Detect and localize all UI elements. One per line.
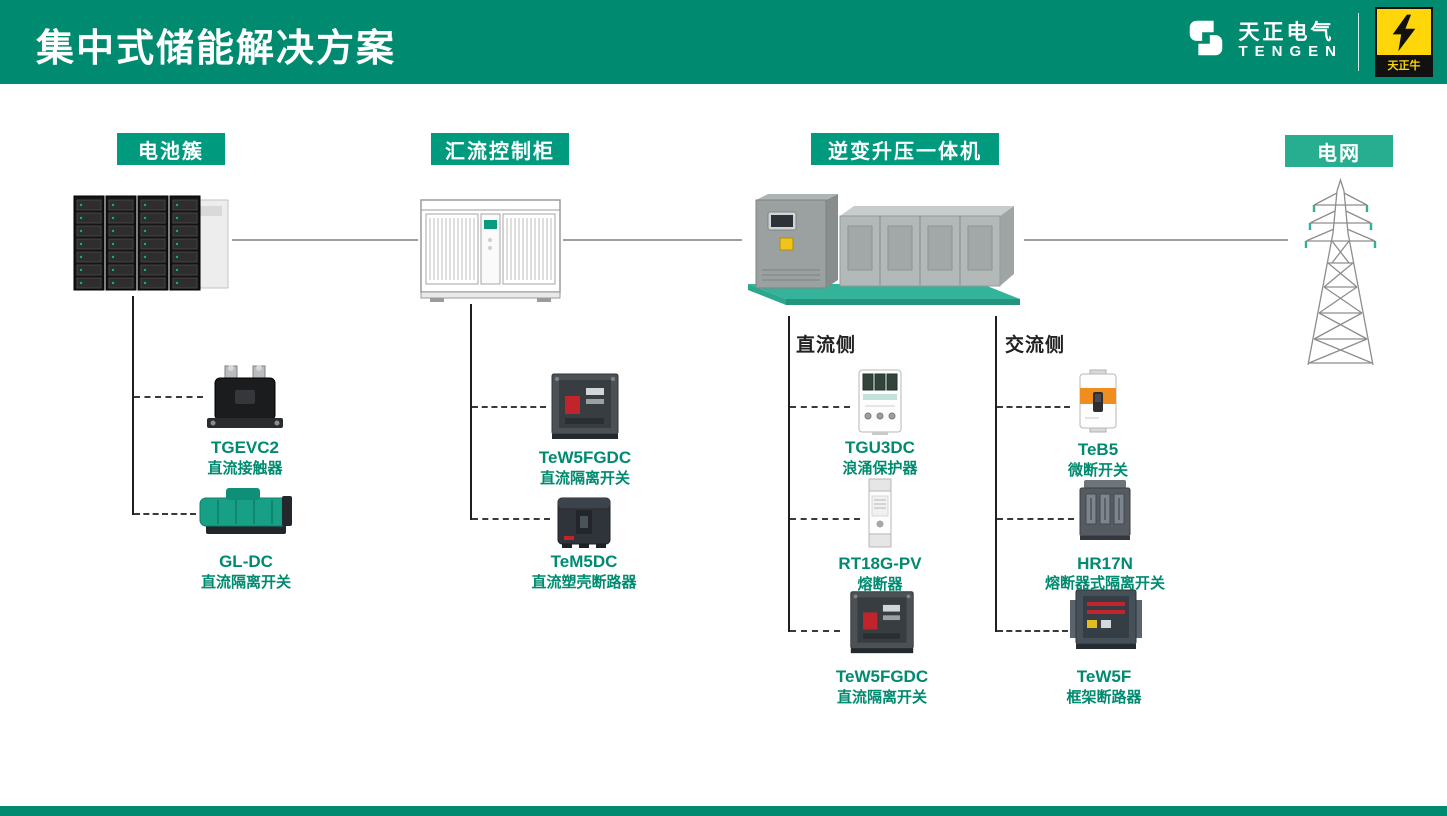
footer-bar	[0, 806, 1447, 816]
model-label-tgu3dc: TGU3DC	[845, 438, 915, 457]
component-image-tgu3dc	[852, 366, 908, 436]
dashed-connector-gldc	[134, 513, 196, 515]
dashed-connector-tgu3dc	[790, 406, 850, 408]
component-image-tew5fgdc-2	[842, 586, 922, 656]
desc-label-hr17n: 熔断器式隔离开关	[1044, 575, 1166, 592]
drop-line-inverter-dc	[788, 316, 790, 632]
badge-label: 天正牛	[1377, 55, 1431, 75]
brand-name-en: TENGEN	[1238, 42, 1343, 60]
stage-label-inverter-unit: 逆变升压一体机	[811, 133, 999, 165]
desc-label-rt18g: 熔断器	[857, 576, 903, 593]
component-image-tew5f	[1070, 586, 1142, 652]
desc-label-tew5f: 框架断路器	[1066, 689, 1142, 706]
model-label-rt18g: RT18G-PV	[838, 554, 922, 573]
drop-line-combiner	[470, 304, 472, 520]
model-label-tew5fgdc-2: TeW5FGDC	[835, 667, 929, 686]
dashed-connector-tew5fgdc-2	[790, 630, 840, 632]
dashed-connector-tem5dc	[472, 518, 550, 520]
combiner-cabinet-image	[418, 192, 563, 304]
desc-label-tgevc2: 直流接触器	[207, 460, 283, 477]
page-title: 集中式储能解决方案	[36, 28, 397, 70]
stage-label-battery-cluster: 电池簇	[117, 133, 225, 165]
dashed-connector-tgevc2	[134, 396, 203, 398]
component-image-tew5fgdc-1	[548, 368, 622, 442]
brand-separator	[1358, 13, 1359, 71]
side-label-ac: 交流侧	[1005, 335, 1066, 356]
model-label-tgevc2: TGEVC2	[210, 438, 280, 457]
connector-inverter-grid	[1024, 239, 1288, 241]
mascot-badge: 天正牛	[1375, 7, 1433, 77]
connector-combiner-inverter	[563, 239, 742, 241]
model-label-hr17n: HR17N	[1077, 554, 1133, 573]
brand-block: 天正电气 TENGEN	[1184, 16, 1343, 65]
component-image-tgevc2	[205, 362, 285, 434]
stage-label-grid: 电网	[1285, 135, 1393, 167]
model-label-tew5f: TeW5F	[1076, 667, 1132, 686]
dashed-connector-tew5f	[997, 630, 1068, 632]
model-label-tew5fgdc-1: TeW5FGDC	[538, 448, 632, 467]
tengen-logo-icon	[1184, 16, 1228, 65]
stage-label-combiner-cabinet: 汇流控制柜	[431, 133, 569, 165]
brand-name-cn: 天正电气	[1238, 20, 1335, 44]
drop-line-battery	[132, 296, 134, 515]
battery-cluster-image	[72, 188, 232, 296]
desc-label-tew5fgdc-1: 直流隔离开关	[539, 470, 631, 487]
desc-label-tgu3dc: 浪涌保护器	[842, 460, 918, 477]
component-image-tem5dc	[552, 494, 616, 550]
component-image-hr17n	[1076, 478, 1134, 542]
dashed-connector-tew5fgdc-1	[472, 406, 546, 408]
component-image-teb5	[1072, 368, 1124, 434]
desc-label-tew5fgdc-2: 直流隔离开关	[836, 689, 928, 706]
component-image-rt18g-pv	[862, 476, 898, 550]
connector-battery-combiner	[232, 239, 418, 241]
model-label-teb5: TeB5	[1077, 440, 1119, 459]
model-label-tem5dc: TeM5DC	[550, 552, 618, 571]
dashed-connector-hr17n	[997, 518, 1074, 520]
inverter-unit-image	[742, 178, 1024, 316]
desc-label-tem5dc: 直流塑壳断路器	[531, 574, 637, 591]
component-image-gldc	[198, 478, 294, 540]
brand-text: 天正电气 TENGEN	[1238, 21, 1343, 61]
grid-tower-image	[1288, 175, 1393, 367]
side-label-dc: 直流侧	[796, 335, 857, 356]
lightning-mascot-icon	[1392, 14, 1416, 52]
drop-line-inverter-ac	[995, 316, 997, 632]
model-label-gldc: GL-DC	[219, 552, 273, 571]
dashed-connector-rt18g	[790, 518, 860, 520]
dashed-connector-teb5	[997, 406, 1070, 408]
desc-label-gldc: 直流隔离开关	[200, 574, 292, 591]
header-bar: 集中式储能解决方案 天正电气 TENGEN 天正牛	[0, 0, 1447, 84]
desc-label-teb5: 微断开关	[1067, 462, 1129, 479]
